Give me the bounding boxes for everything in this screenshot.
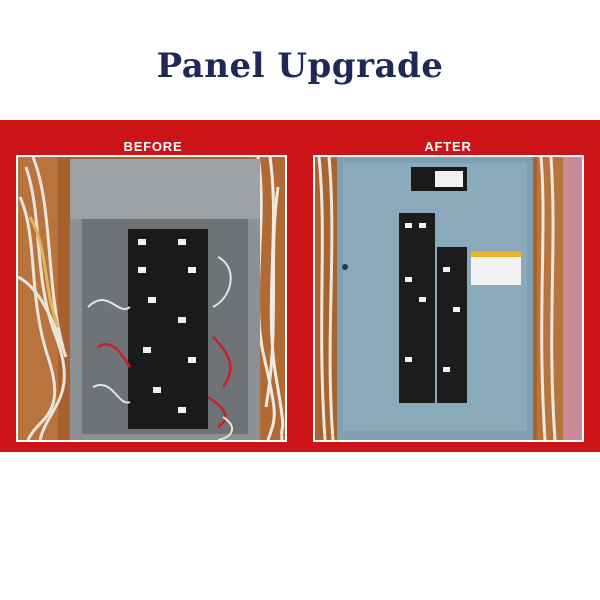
before-photo: [16, 155, 287, 442]
page-title: Panel Upgrade: [156, 46, 444, 86]
before-label: BEFORE: [123, 139, 183, 154]
after-panel-image: [315, 157, 582, 440]
after-label: AFTER: [424, 139, 472, 154]
before-panel-image: [18, 157, 285, 440]
after-photo: [313, 155, 584, 442]
